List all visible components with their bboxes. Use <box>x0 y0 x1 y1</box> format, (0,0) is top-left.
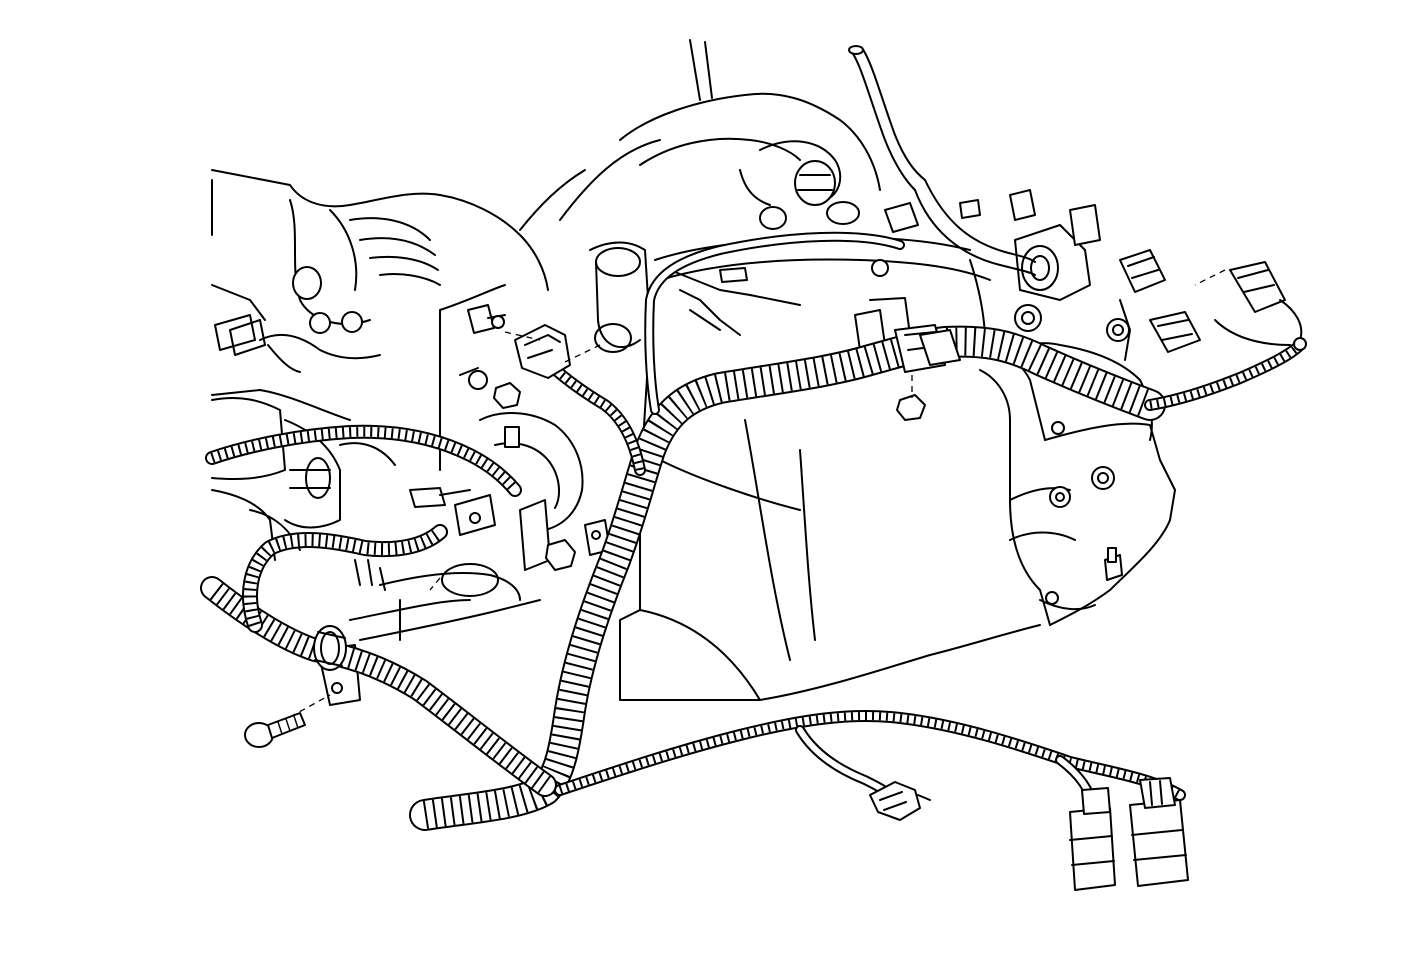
lower-connector-pair <box>1069 777 1189 891</box>
brackets-and-hardware <box>409 267 911 571</box>
transmission-case <box>589 236 1176 701</box>
leader-lines <box>429 331 601 591</box>
connector-icon <box>514 324 961 821</box>
starter-motor <box>211 397 584 641</box>
harness-conduit-icon <box>200 231 1306 831</box>
clamp-icon <box>313 625 347 671</box>
engine-block-outline <box>211 39 881 471</box>
upper-right-connectors <box>884 189 1307 353</box>
hose-icon <box>848 45 1036 276</box>
bolt-icon <box>244 712 306 748</box>
